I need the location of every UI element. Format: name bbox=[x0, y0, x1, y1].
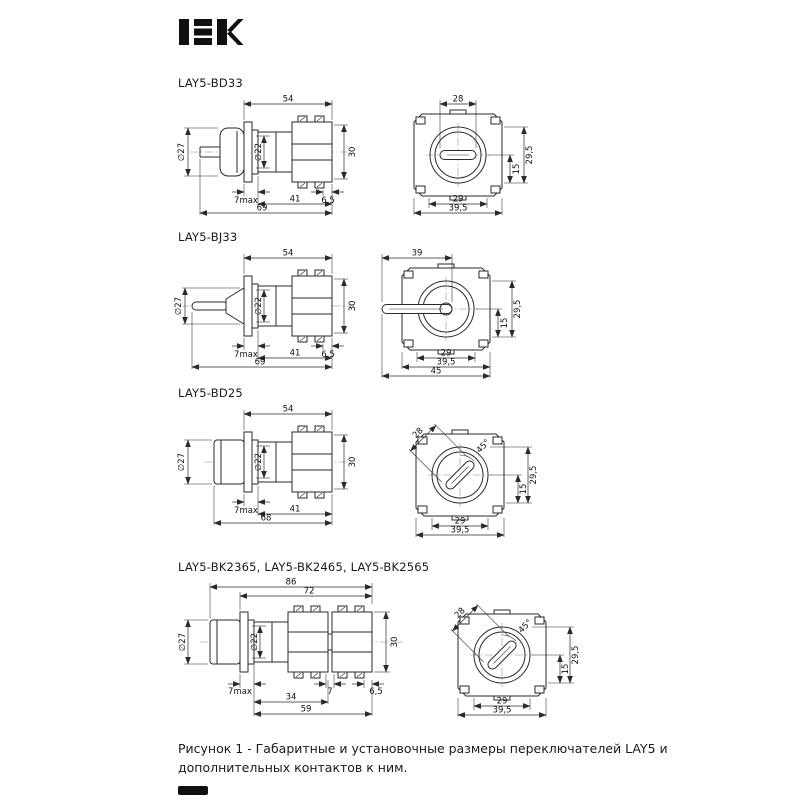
dimensions: 39 15 29,5 29 39,5 45 bbox=[381, 249, 523, 379]
dim-height-outer: 29,5 bbox=[529, 466, 539, 485]
dim-height-outer: 29,5 bbox=[513, 300, 523, 319]
handle-front bbox=[439, 150, 477, 160]
dim-width-inner: 29 bbox=[453, 195, 464, 205]
dim-height-inner: 15 bbox=[500, 318, 510, 329]
figure-caption: Рисунок 1 - Габаритные и установочные ра… bbox=[178, 741, 668, 775]
lever-front bbox=[381, 302, 453, 316]
dim-height-block: 30 bbox=[348, 301, 358, 312]
dim-panel-max: 7max bbox=[228, 687, 252, 697]
dim-width-59: 59 bbox=[301, 705, 312, 715]
dimensions: 28 15 29,5 29 39,5 bbox=[413, 95, 535, 216]
dim-panel-max: 7max bbox=[234, 506, 258, 516]
angle-arc bbox=[501, 634, 517, 642]
dim-dia-mount: ∅22 bbox=[250, 633, 260, 651]
dim-dia-mount: ∅22 bbox=[254, 143, 264, 161]
figure-title-bd33: LAY5-BD33 bbox=[178, 76, 243, 90]
dim-height-block: 30 bbox=[348, 457, 358, 468]
dim-width-full: 45 bbox=[431, 367, 442, 377]
figure-title-bd25: LAY5-BD25 bbox=[178, 386, 243, 400]
switch-body-side bbox=[239, 605, 373, 679]
dim-width-inner: 29 bbox=[441, 349, 452, 359]
lever-side bbox=[191, 287, 245, 325]
dimensions: 54 ∅27 ∅22 30 7max 6,5 41 bbox=[177, 95, 358, 216]
dimensions: 28 45° 15 29,5 29 39,5 bbox=[408, 423, 539, 538]
dim-dia-actuator: ∅27 bbox=[177, 143, 187, 161]
selector-knob-side bbox=[213, 439, 245, 485]
bezel-circle bbox=[429, 126, 487, 184]
dim-height-outer: 29,5 bbox=[525, 146, 535, 165]
dim-tail: 6,5 bbox=[369, 687, 383, 697]
dim-height-inner: 15 bbox=[512, 164, 522, 175]
dim-width-total: 86 bbox=[286, 578, 297, 588]
dim-tail: 6,5 bbox=[321, 350, 335, 360]
dim-width-outer: 39,5 bbox=[493, 706, 512, 716]
dim-width-top: 28 bbox=[453, 95, 464, 105]
handle-front-rotated bbox=[445, 460, 475, 490]
dim-dia-mount: ∅22 bbox=[254, 453, 264, 471]
dim-width-total: 69 bbox=[255, 358, 266, 368]
iek-logo-glyphs bbox=[179, 19, 244, 45]
fig4-side-view: 86 72 ∅27 ∅22 30 7max 7 bbox=[178, 578, 404, 717]
dim-width-body: 54 bbox=[283, 95, 294, 105]
dim-width-sub: 72 bbox=[304, 587, 315, 597]
dim-width-top: 39 bbox=[412, 249, 423, 259]
operator-circle bbox=[436, 451, 484, 499]
fig2-front-view: 39 15 29,5 29 39,5 45 bbox=[381, 249, 523, 379]
dim-width-total: 68 bbox=[261, 514, 272, 524]
dim-width-inner: 29 bbox=[455, 517, 466, 527]
selector-knob-side bbox=[209, 619, 241, 665]
footer-page-marker bbox=[178, 786, 208, 795]
dim-dia-actuator: ∅27 bbox=[177, 453, 187, 471]
bezel-circle bbox=[431, 446, 489, 504]
fig3-side-view: 54 ∅27 ∅22 30 7max 41 68 bbox=[177, 405, 358, 526]
dim-width-outer: 39,5 bbox=[451, 526, 470, 536]
dim-dia-actuator: ∅27 bbox=[174, 297, 184, 315]
dim-width-mid: 41 bbox=[290, 349, 301, 359]
operator-circle bbox=[478, 631, 526, 679]
dim-panel-max: 7max bbox=[234, 196, 258, 206]
iek-logo: IEK bbox=[178, 16, 244, 52]
operator-circle bbox=[434, 131, 482, 179]
dim-width-mid: 41 bbox=[290, 195, 301, 205]
dim-width-mid: 41 bbox=[290, 505, 301, 515]
dimensions: 54 ∅27 ∅22 30 7max 6,5 41 bbox=[174, 249, 358, 370]
fig4-front-view: 28 45° 15 29,5 29 39,5 bbox=[450, 603, 581, 718]
dim-width-outer: 39,5 bbox=[437, 358, 456, 368]
dim-width-inner: 29 bbox=[497, 697, 508, 707]
dimensions: 28 45° 15 29,5 29 39,5 bbox=[450, 603, 581, 718]
dim-width-34: 34 bbox=[286, 693, 297, 703]
dim-width-body: 54 bbox=[283, 249, 294, 259]
fig3-front-view: 28 45° 15 29,5 29 39,5 bbox=[408, 423, 539, 538]
bezel-circle bbox=[473, 626, 531, 684]
fig1-front-view: 28 15 29,5 29 39,5 bbox=[413, 95, 535, 216]
dim-tail: 6,5 bbox=[321, 196, 335, 206]
dim-gap: 7 bbox=[327, 687, 332, 697]
dim-width-outer: 39,5 bbox=[449, 204, 468, 214]
dimensions: 54 ∅27 ∅22 30 7max 41 68 bbox=[177, 405, 358, 526]
dim-dia-actuator: ∅27 bbox=[178, 633, 188, 651]
figure-title-bk: LAY5-BK2365, LAY5-BK2465, LAY5-BK2565 bbox=[178, 560, 430, 574]
switch-body-side bbox=[243, 115, 333, 189]
fig1-side-view: 54 ∅27 ∅22 30 7max 6,5 41 bbox=[177, 95, 358, 216]
dim-height-block: 30 bbox=[390, 637, 400, 648]
dim-width-body: 54 bbox=[283, 405, 294, 415]
figure-title-bj33: LAY5-BJ33 bbox=[178, 230, 238, 244]
dim-height-inner: 15 bbox=[519, 484, 529, 495]
dimensions: 86 72 ∅27 ∅22 30 7max 7 bbox=[178, 578, 400, 717]
dim-height-inner: 15 bbox=[561, 664, 571, 675]
dim-height-block: 30 bbox=[348, 147, 358, 158]
dim-width-total: 69 bbox=[257, 204, 268, 214]
dim-dia-mount: ∅22 bbox=[254, 297, 264, 315]
handle-front-rotated bbox=[487, 640, 517, 670]
dim-panel-max: 7max bbox=[234, 350, 258, 360]
dim-height-outer: 29,5 bbox=[571, 646, 581, 665]
fig2-side-view: 54 ∅27 ∅22 30 7max 6,5 41 bbox=[174, 249, 358, 370]
angle-arc bbox=[459, 454, 475, 462]
